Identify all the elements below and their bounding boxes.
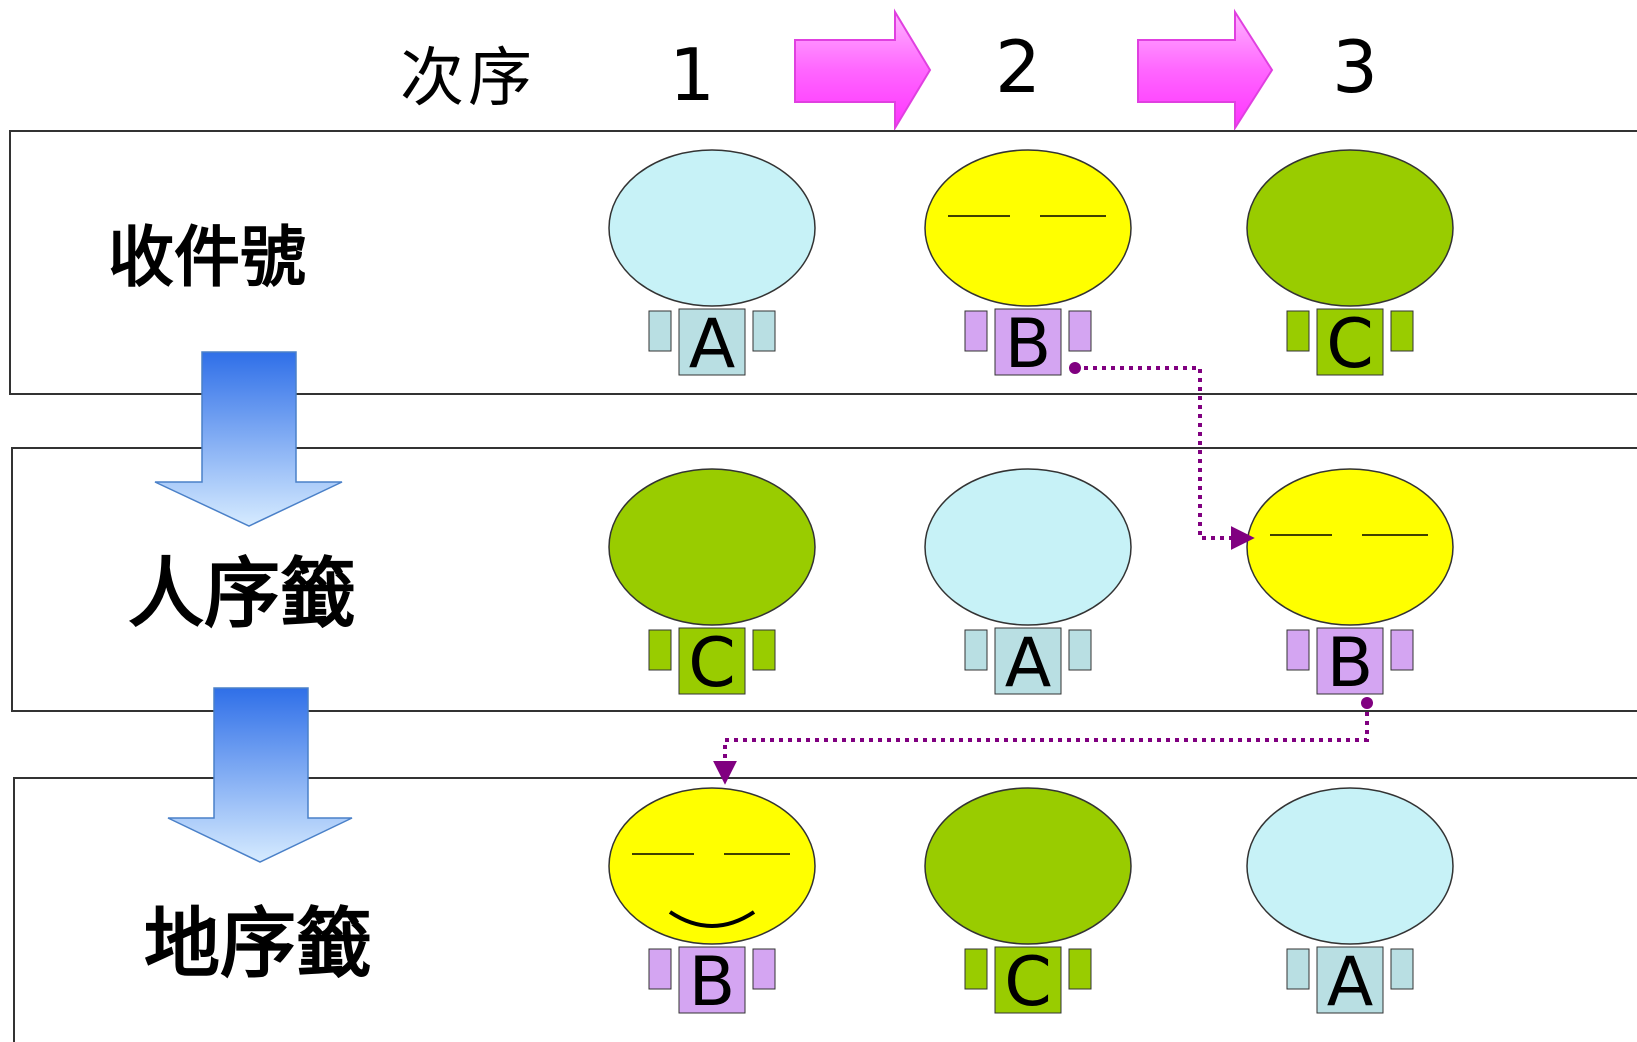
arm-left xyxy=(648,629,672,671)
person-letter-badge: A xyxy=(1005,624,1052,703)
person-figure-c: C xyxy=(608,468,816,703)
torso xyxy=(678,946,746,1014)
person-letter-badge: B xyxy=(689,943,736,1022)
trace-dot-b-row2 xyxy=(1361,697,1373,709)
person-figure-a: A xyxy=(1246,787,1454,1022)
arm-left xyxy=(1286,948,1310,990)
torso xyxy=(678,627,746,695)
person-letter-badge: C xyxy=(688,624,735,703)
arm-right xyxy=(1390,310,1414,352)
trace-line-b-row2-to-row3 xyxy=(713,703,1369,785)
arm-right xyxy=(1390,629,1414,671)
torso xyxy=(1316,308,1384,376)
arm-left xyxy=(1286,310,1310,352)
down-arrow-2 xyxy=(167,687,353,863)
head xyxy=(1246,468,1454,626)
head xyxy=(608,149,816,307)
step-2-label: 2 xyxy=(995,25,1041,109)
person-letter-badge: B xyxy=(1327,624,1374,703)
person-figure-c: C xyxy=(924,787,1132,1022)
person-figure-b: B xyxy=(608,787,816,1022)
arm-left xyxy=(964,629,988,671)
torso xyxy=(1316,627,1384,695)
down-arrow-1 xyxy=(154,351,343,527)
person-letter-badge: B xyxy=(1005,305,1052,384)
torso xyxy=(994,308,1062,376)
person-letter-badge: A xyxy=(689,305,736,384)
person-figure-b: B xyxy=(924,149,1132,384)
head xyxy=(608,468,816,626)
arm-right xyxy=(752,310,776,352)
person-letter-badge: C xyxy=(1004,943,1051,1022)
step-1-label: 1 xyxy=(669,33,715,117)
torso xyxy=(994,946,1062,1014)
torso xyxy=(1316,946,1384,1014)
arm-right xyxy=(1068,629,1092,671)
row-label-receipt-number: 收件號 xyxy=(108,219,306,296)
row-label-person-lot: 人序籤 xyxy=(128,549,356,638)
arm-right xyxy=(1068,948,1092,990)
head xyxy=(924,149,1132,307)
arm-left xyxy=(648,310,672,352)
arm-right xyxy=(1390,948,1414,990)
row-label-place-lot: 地序籤 xyxy=(144,899,372,988)
step-arrow-1-to-2 xyxy=(794,8,932,132)
person-letter-badge: C xyxy=(1326,305,1373,384)
step-arrow-2-to-3 xyxy=(1137,8,1274,132)
person-figure-b: B xyxy=(1246,468,1454,703)
head xyxy=(608,787,816,945)
arm-right xyxy=(752,948,776,990)
torso xyxy=(678,308,746,376)
smile-mouth xyxy=(668,910,756,928)
order-label: 次序 xyxy=(400,42,536,116)
head xyxy=(924,787,1132,945)
arm-right xyxy=(1068,310,1092,352)
head xyxy=(924,468,1132,626)
person-letter-badge: A xyxy=(1327,943,1374,1022)
people-layer: A B C C A B B C A xyxy=(608,149,1454,1022)
arm-left xyxy=(1286,629,1310,671)
head xyxy=(1246,149,1454,307)
person-figure-a: A xyxy=(924,468,1132,703)
trace-line-b-row1-to-row2 xyxy=(1075,366,1255,550)
torso xyxy=(994,627,1062,695)
arm-right xyxy=(752,629,776,671)
person-figure-a: A xyxy=(608,149,816,384)
head xyxy=(1246,787,1454,945)
arm-left xyxy=(964,948,988,990)
arm-left xyxy=(964,310,988,352)
person-figure-c: C xyxy=(1246,149,1454,384)
step-3-label: 3 xyxy=(1332,25,1378,109)
arm-left xyxy=(648,948,672,990)
trace-dot-b-row1 xyxy=(1069,362,1081,374)
